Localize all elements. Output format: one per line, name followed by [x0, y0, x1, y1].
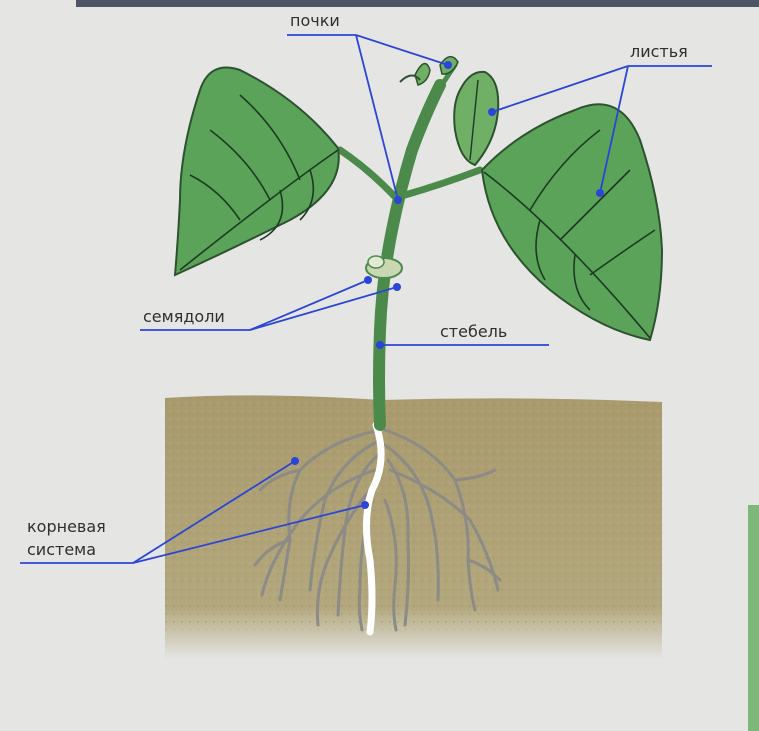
soil [165, 395, 662, 660]
label-cotyledons: семядоли [143, 307, 225, 326]
label-leaves: листья [630, 42, 688, 61]
top-bar [76, 0, 759, 7]
label-buds: почки [290, 11, 340, 30]
bud-dot [394, 196, 402, 204]
cotyledon-dot [364, 276, 372, 284]
label-stem: стебель [440, 322, 507, 341]
leaf-dot [488, 108, 496, 116]
label-root-system-line2: система [27, 540, 96, 559]
stem-dot [376, 341, 384, 349]
cotyledon-dot [393, 283, 401, 291]
label-root-system-line1: корневая [27, 517, 106, 536]
root-dot [361, 501, 369, 509]
right-bar [748, 505, 759, 731]
root-dot [291, 457, 299, 465]
leaf-dot [596, 189, 604, 197]
bud-dot [444, 61, 452, 69]
